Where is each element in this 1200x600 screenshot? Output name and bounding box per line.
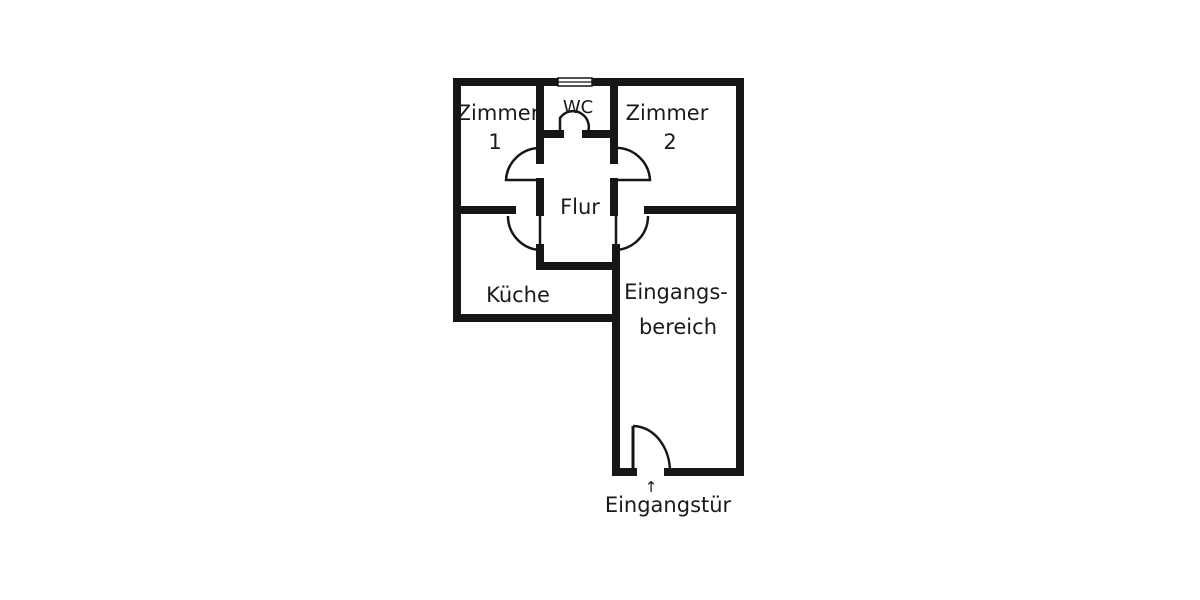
door-kueche <box>506 215 542 252</box>
doors <box>504 109 672 473</box>
entrance-label: Eingangstür <box>605 493 732 517</box>
outer-walls <box>453 78 744 476</box>
entrance-annotation: ↑ Eingangstür <box>605 478 732 517</box>
wall-flur-bottom <box>536 244 618 270</box>
outer-wall-entrance-left <box>612 314 637 476</box>
door-zimmer1 <box>504 146 541 182</box>
room-label-kueche: Küche <box>486 283 550 307</box>
entrance-arrow-icon: ↑ <box>645 478 658 496</box>
room-label-flur: Flur <box>560 195 600 219</box>
outer-wall-west-north-east <box>453 78 744 476</box>
window-wc <box>557 77 593 87</box>
room-label-zimmer1-line2: 1 <box>488 130 501 154</box>
room-label-eingangsbereich-line2: bereich <box>639 315 717 339</box>
room-labels: Zimmer 1 WC Zimmer 2 Flur Küche Eingangs… <box>457 97 728 339</box>
room-label-eingangsbereich-line1: Eingangs- <box>624 280 728 304</box>
room-label-zimmer2-line2: 2 <box>663 130 676 154</box>
room-label-zimmer1-line1: Zimmer <box>457 101 540 125</box>
room-label-wc: WC <box>563 97 593 118</box>
door-zimmer2 <box>613 146 652 182</box>
room-label-zimmer2-line1: Zimmer <box>626 101 709 125</box>
door-eingangstuer <box>631 424 672 473</box>
door-eingangsbereich <box>614 215 650 252</box>
door-wc <box>558 109 591 137</box>
